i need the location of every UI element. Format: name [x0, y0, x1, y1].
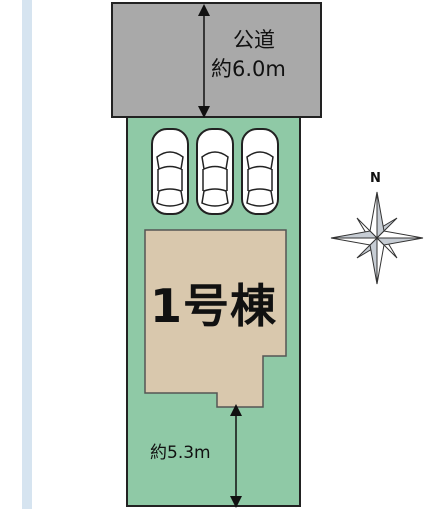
setback-distance-label: 約5.3m [150, 443, 211, 463]
compass-north-label: N [370, 171, 381, 186]
car-icon [196, 128, 234, 215]
left-border-rail [22, 0, 32, 509]
car-icon [241, 128, 279, 215]
building-footprint [144, 229, 287, 408]
road-width-label: 約6.0m [211, 57, 286, 81]
car-icon [151, 128, 189, 215]
road-type-label: 公道 [233, 28, 275, 52]
compass-rose-icon [330, 191, 424, 285]
building-label: 1号棟 [150, 279, 278, 333]
